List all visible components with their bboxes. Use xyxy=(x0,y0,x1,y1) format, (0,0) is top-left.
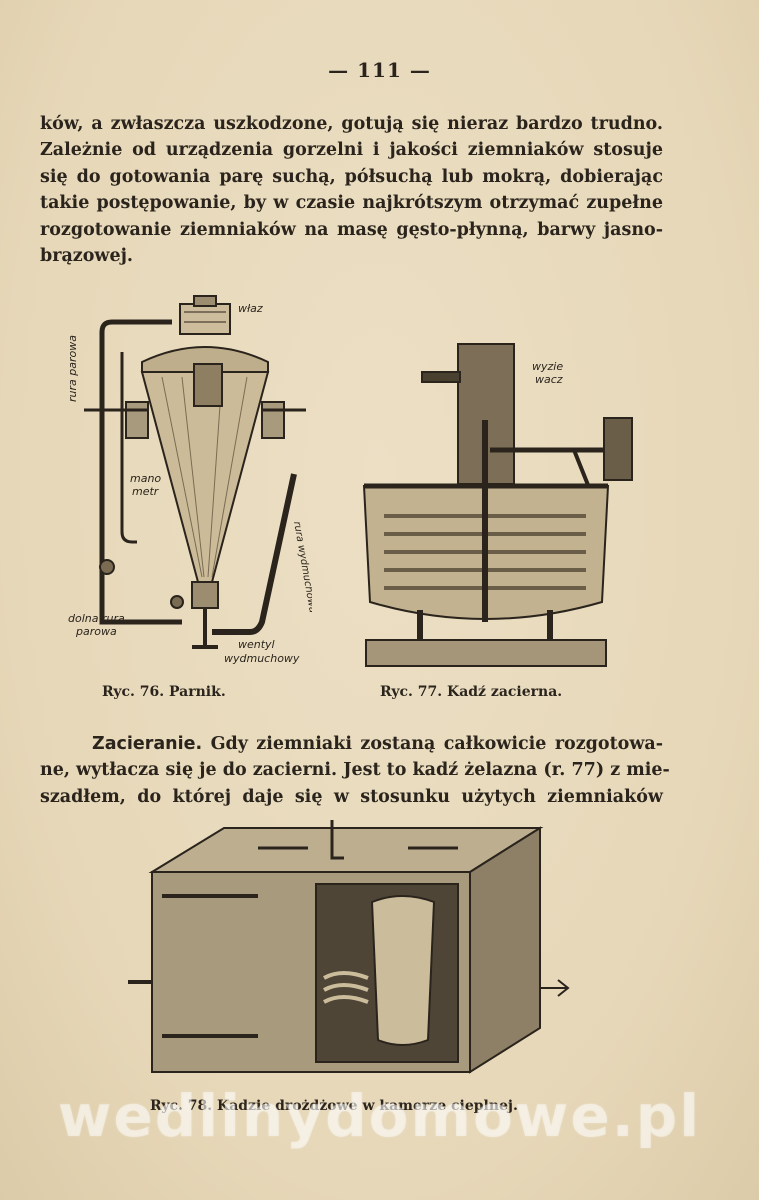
label-dolna-2: parowa xyxy=(75,625,117,638)
text-line: takie postępowanie, by w czasie najkróts… xyxy=(40,193,663,214)
watermark: wedlinydomowe.pl xyxy=(57,1082,702,1150)
label-dolna-1: dolna rura xyxy=(68,612,125,625)
label-rura-wydmuchowa: rura wydmuchowa xyxy=(291,521,312,614)
text-line: Zależnie od urządzenia gorzelni i jakośc… xyxy=(40,140,663,161)
paragraph-1: ków, a zwłaszcza uszkodzone, gotują się … xyxy=(40,111,663,269)
text-line: ków, a zwłaszcza uszkodzone, gotują się … xyxy=(40,114,663,134)
text-line: rozgotowanie ziemniaków na masę gęsto-pł… xyxy=(40,219,663,240)
label-wentyl-2: wydmuchowy xyxy=(224,652,300,665)
text-line: szadłem, do której daje się w stosunku u… xyxy=(40,786,663,807)
figure-77-mash-tun: wyzie wacz xyxy=(362,343,633,667)
label-wyzie-1: wyzie xyxy=(532,360,563,373)
label-wlaz: właz xyxy=(238,302,263,315)
figure-77-caption: Ryc. 77. Kadź zacierna. xyxy=(380,684,563,700)
section-lead: Zacieranie. xyxy=(92,734,203,754)
text-line: Zacieranie. Gdy ziemniaki zostaną całkow… xyxy=(40,731,663,757)
text-fragment: Gdy ziemniaki zostaną całkowicie rozgoto… xyxy=(210,734,664,754)
figure-78-yeast-vats xyxy=(128,820,570,1074)
label-wentyl-1: wentyl xyxy=(238,638,275,651)
figure-78-caption: Ryc. 78. Kadzie drożdżowe w kamerze ciep… xyxy=(150,1098,518,1114)
paragraph-2: Zacieranie. Gdy ziemniaki zostaną całkow… xyxy=(40,731,670,810)
label-manometr-2: metr xyxy=(132,485,160,498)
page-number: — 111 — xyxy=(328,58,431,82)
text-line: brązowej. xyxy=(40,246,134,267)
text-line: ne, wytłacza się je do zacierni. Jest to… xyxy=(40,760,670,781)
label-rura-parowa: rura parowa xyxy=(66,335,79,402)
label-manometr-1: mano xyxy=(130,472,161,485)
label-wyzie-2: wacz xyxy=(535,373,563,386)
text-line: się do gotowania parę suchą, półsuchą lu… xyxy=(40,166,663,187)
figure-76-caption: Ryc. 76. Parnik. xyxy=(102,684,226,700)
figure-76-steamer: właz rura parowa mano metr rura wydmucho… xyxy=(66,295,312,665)
